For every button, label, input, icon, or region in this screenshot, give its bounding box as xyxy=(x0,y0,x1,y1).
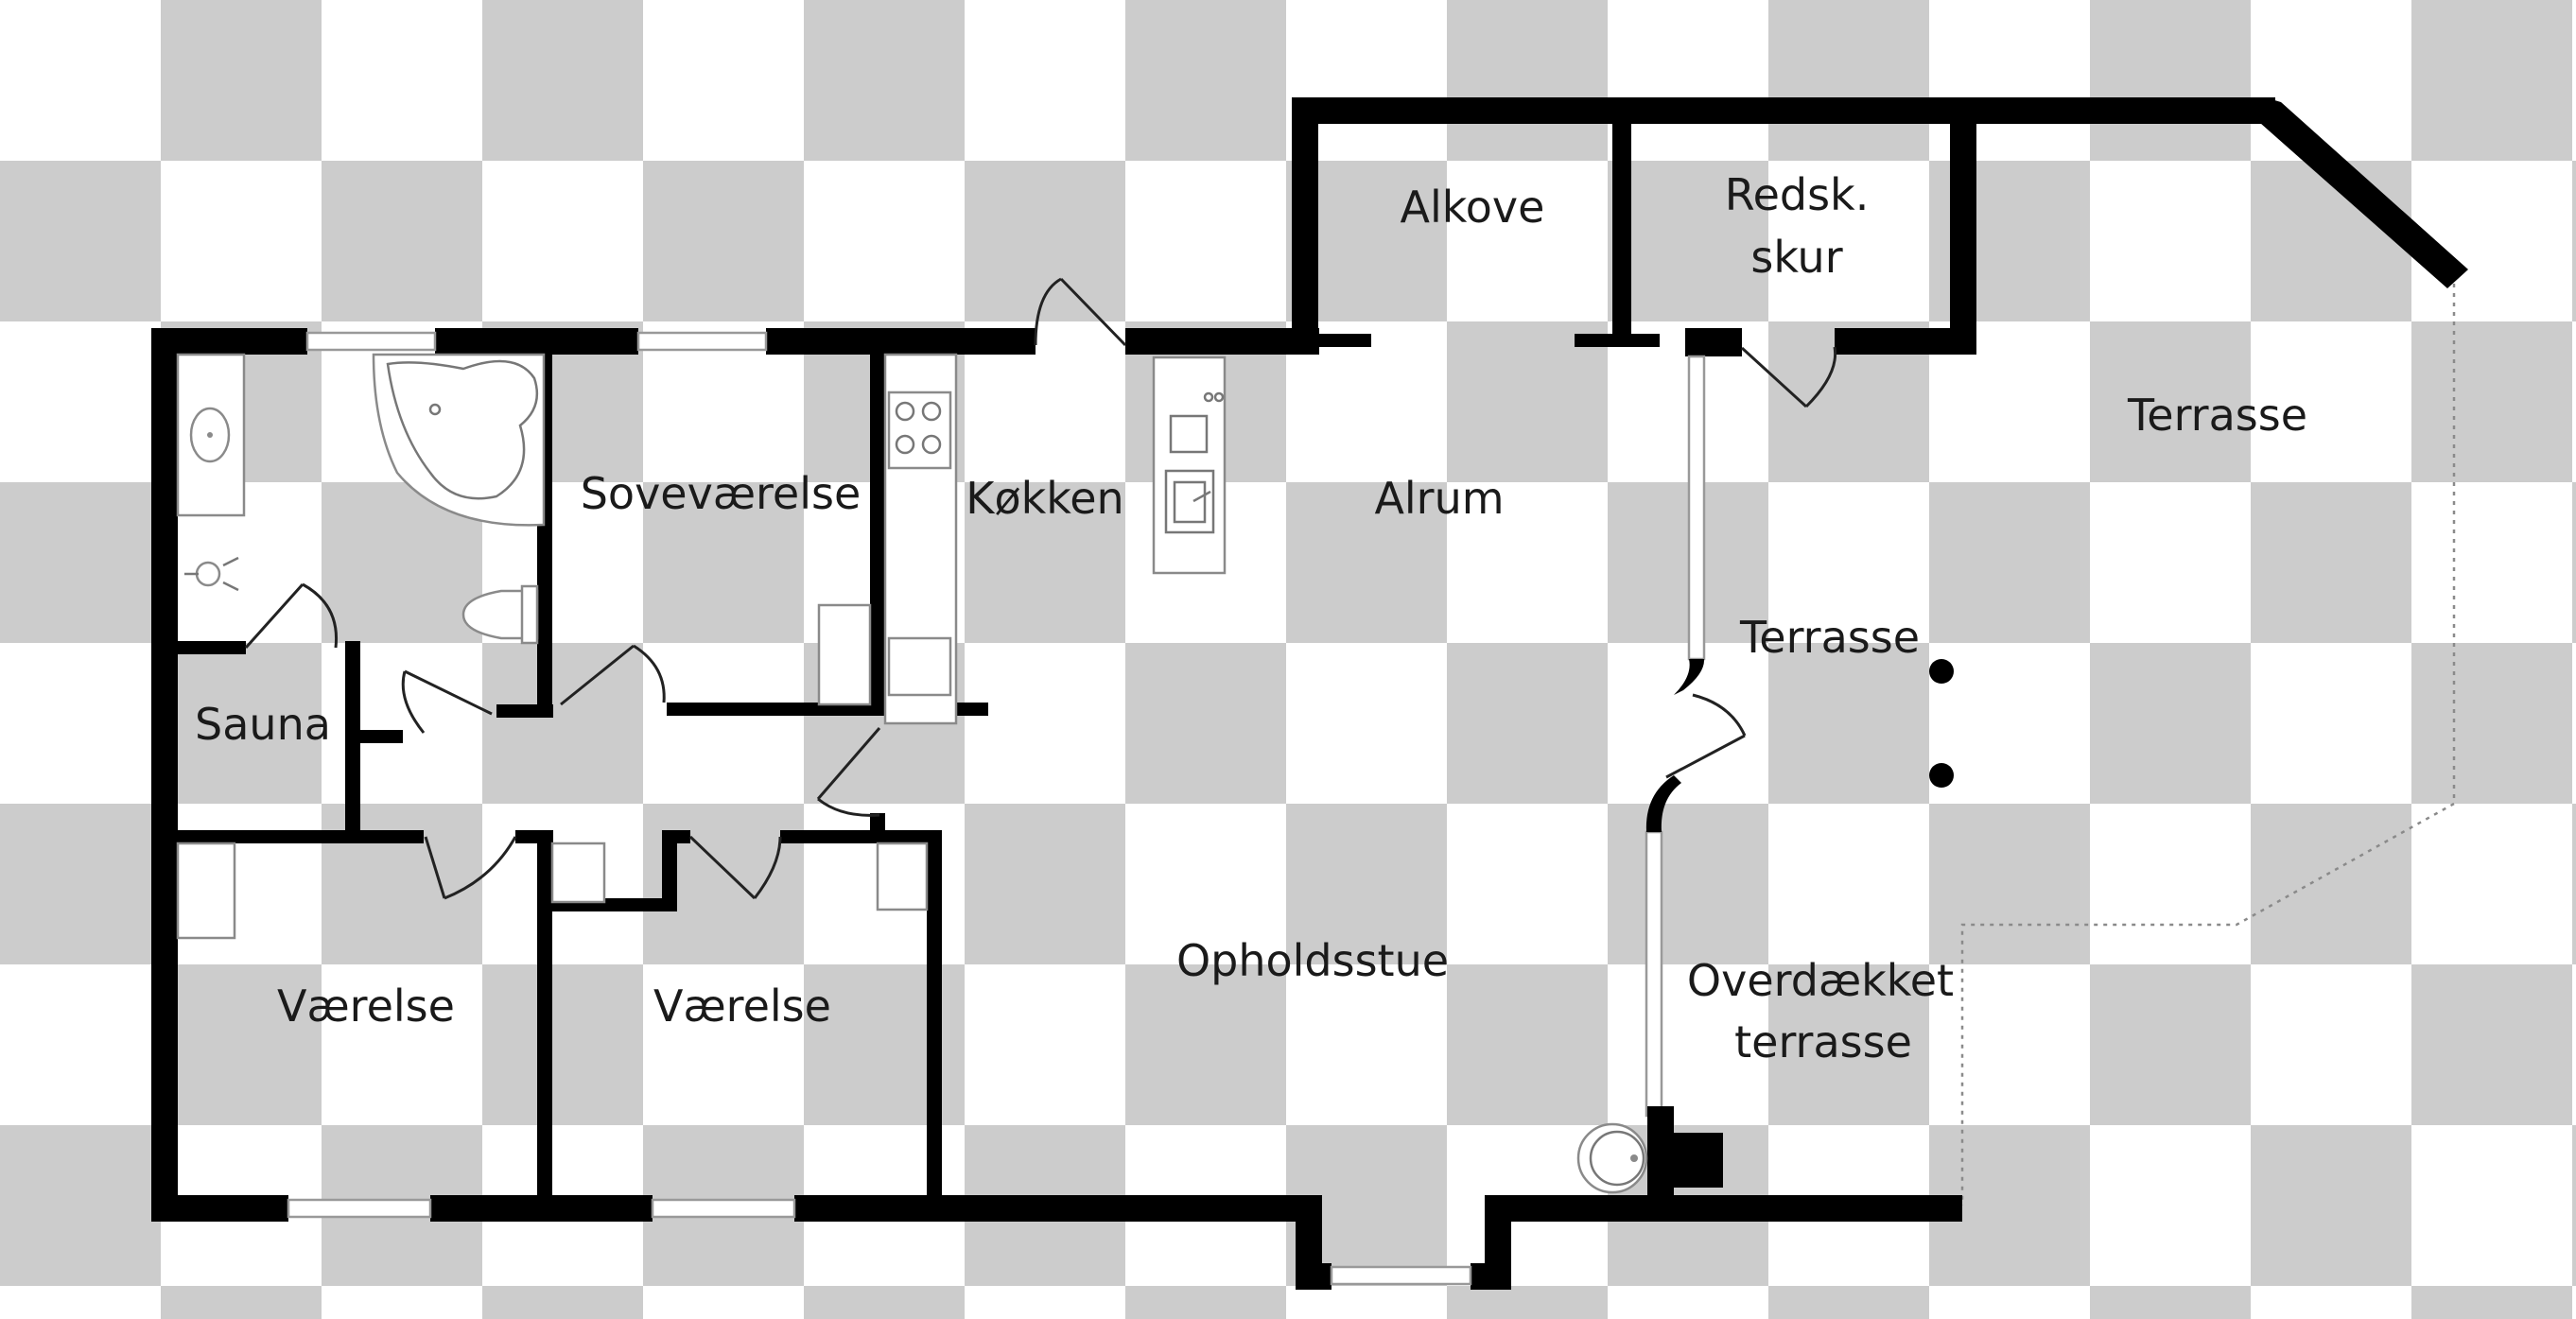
kitchen-fixtures xyxy=(817,353,1227,725)
wardrobe xyxy=(817,603,872,706)
terrace-post xyxy=(1929,659,1954,684)
toilet-icon xyxy=(461,589,539,640)
label-sovevaerelse: Soveværelse xyxy=(581,468,862,519)
room-fixtures xyxy=(176,842,929,940)
label-overdaekket-line1: Overdækket xyxy=(1687,955,1954,1006)
label-terrasse-outer: Terrasse xyxy=(2127,390,2307,441)
label-redskabsskur-line2: skur xyxy=(1750,232,1842,283)
terrace-post xyxy=(1929,763,1954,788)
hob-icon xyxy=(887,390,952,470)
sink-icon xyxy=(1164,469,1215,534)
bathroom-fixtures xyxy=(176,353,546,645)
bathtub-icon xyxy=(372,353,546,527)
dishwasher-icon xyxy=(1169,414,1209,454)
label-redskabsskur-line1: Redsk. xyxy=(1725,169,1870,220)
label-koekken: Køkken xyxy=(966,473,1123,524)
label-sauna: Sauna xyxy=(195,699,331,750)
shower-drain-icon xyxy=(195,561,221,587)
label-alrum: Alrum xyxy=(1374,473,1504,524)
label-terrasse-inner: Terrasse xyxy=(1739,612,1920,663)
wood-stove-icon xyxy=(1576,1122,1648,1194)
glazed-wall-ends xyxy=(1645,659,1723,1201)
kitchen-island xyxy=(1152,356,1227,575)
closet-middle xyxy=(550,842,606,904)
label-opholdsstue: Opholdsstue xyxy=(1176,935,1449,986)
closet-left xyxy=(176,842,236,940)
label-overdaekket-line2: terrasse xyxy=(1734,1016,1912,1067)
room-labels: Alkove Redsk. skur Terrasse Soveværelse … xyxy=(195,169,2307,1067)
terrace-boundary-dotted xyxy=(1960,284,2456,1206)
label-alkove: Alkove xyxy=(1401,182,1545,233)
closet-right xyxy=(876,842,929,911)
label-vaerelse-middle: Værelse xyxy=(653,981,831,1032)
label-vaerelse-left: Værelse xyxy=(277,981,455,1032)
doors xyxy=(244,277,1837,900)
windows xyxy=(287,331,1706,1286)
exterior-walls xyxy=(151,97,2468,1290)
